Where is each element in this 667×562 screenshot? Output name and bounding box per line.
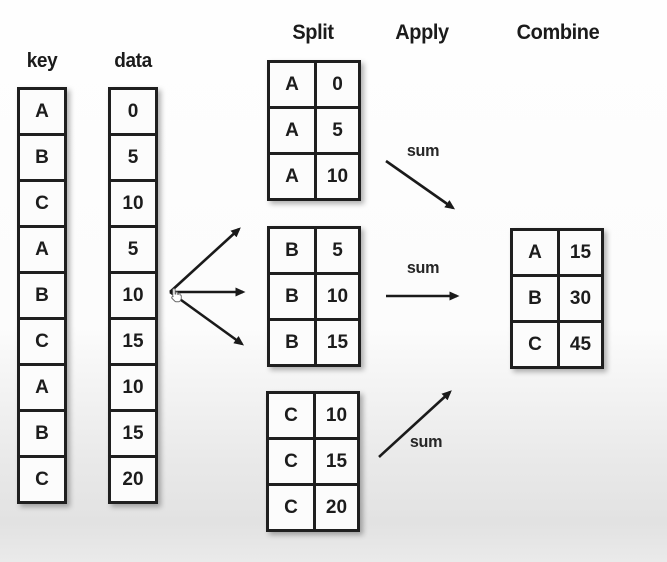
key-column-label: key	[26, 50, 58, 72]
split-cell: 5	[314, 106, 358, 152]
data-cell: 10	[111, 363, 155, 409]
split-cell: B	[270, 318, 314, 364]
apply-sum-label-c: sum	[409, 432, 443, 451]
key-cell: B	[20, 409, 64, 455]
hand-pointer-cursor-icon	[171, 288, 182, 303]
combine-cell: 45	[557, 320, 601, 366]
split-cell: B	[270, 229, 314, 272]
split-cell: A	[270, 63, 314, 106]
key-cell: C	[20, 179, 64, 225]
split-table-group-a: A 0 A 5 A 10	[267, 60, 361, 201]
combine-cell: 15	[557, 231, 601, 274]
combine-cell: C	[513, 320, 557, 366]
combine-cell: A	[513, 231, 557, 274]
key-cell: B	[20, 133, 64, 179]
split-cell: 10	[314, 152, 358, 198]
key-column-table: A B C A B C A B C	[17, 87, 67, 504]
split-cell: A	[270, 152, 314, 198]
key-cell: A	[20, 363, 64, 409]
split-cell: 15	[313, 437, 357, 483]
data-cell: 5	[111, 225, 155, 271]
split-cell: 20	[313, 483, 357, 529]
combine-cell: 30	[557, 274, 601, 320]
split-cell: C	[269, 437, 313, 483]
key-cell: B	[20, 271, 64, 317]
split-cell: B	[270, 272, 314, 318]
sum-arrow-from-group-a	[385, 159, 456, 210]
split-table-group-c: C 10 C 15 C 20	[266, 391, 360, 532]
data-cell: 0	[111, 90, 155, 133]
data-cell: 15	[111, 317, 155, 363]
key-cell: C	[20, 317, 64, 363]
split-cell: 10	[314, 272, 358, 318]
apply-sum-label-a: sum	[406, 141, 440, 160]
split-cell: 5	[314, 229, 358, 272]
key-cell: A	[20, 90, 64, 133]
data-cell: 20	[111, 455, 155, 501]
data-cell: 10	[111, 271, 155, 317]
apply-sum-label-b: sum	[406, 258, 440, 277]
split-table-group-b: B 5 B 10 B 15	[267, 226, 361, 367]
stage-label-apply: Apply	[395, 21, 449, 44]
stage-label-combine: Combine	[516, 21, 600, 44]
data-cell: 10	[111, 179, 155, 225]
split-cell: 0	[314, 63, 358, 106]
split-arrow-to-group-a	[169, 227, 241, 293]
split-cell: 10	[313, 394, 357, 437]
split-cell: C	[269, 394, 313, 437]
stage-label-split: Split	[292, 21, 334, 44]
split-cell: A	[270, 106, 314, 152]
combine-table: A 15 B 30 C 45	[510, 228, 604, 369]
data-cell: 15	[111, 409, 155, 455]
split-cell: 15	[314, 318, 358, 364]
split-cell: C	[269, 483, 313, 529]
key-cell: C	[20, 455, 64, 501]
combine-cell: B	[513, 274, 557, 320]
data-column-label: data	[114, 50, 152, 72]
data-cell: 5	[111, 133, 155, 179]
data-column-table: 0 5 10 5 10 15 10 15 20	[108, 87, 158, 504]
key-cell: A	[20, 225, 64, 271]
